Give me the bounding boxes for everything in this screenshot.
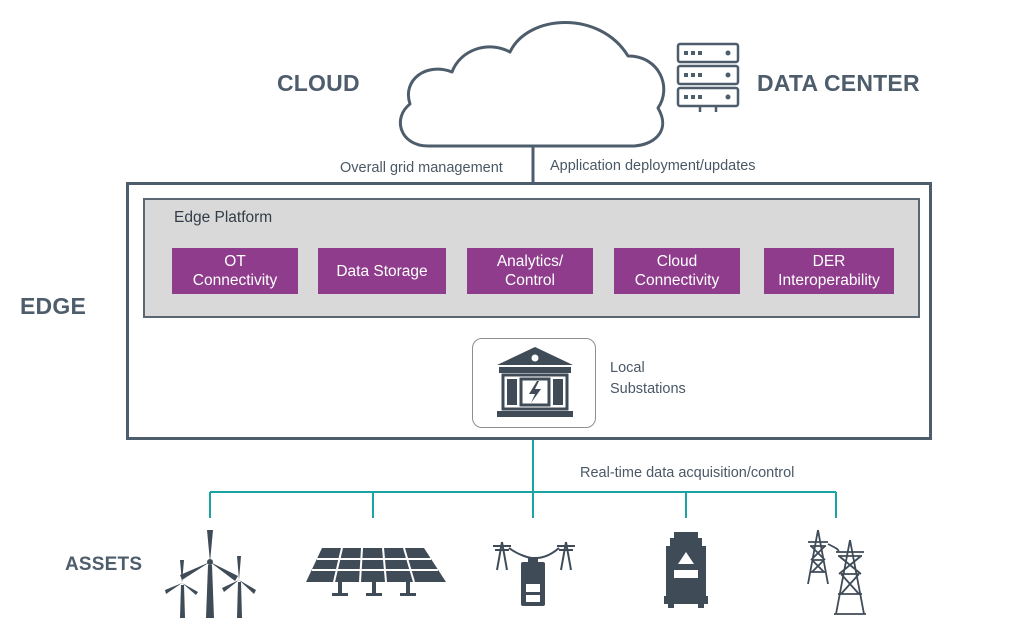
cloud-label: CLOUD: [277, 70, 360, 96]
assets-link-label: Real-time data acquisition/control: [580, 465, 795, 481]
edge-platform-title: Edge Platform: [174, 209, 273, 226]
module-der-interoperability: DER Interoperability: [764, 248, 894, 294]
substation-card: [472, 338, 596, 428]
wind-turbine-icon: [165, 530, 256, 618]
data-center-label: DATA CENTER: [757, 70, 920, 96]
cloud-icon: [398, 21, 666, 148]
solar-panel-icon: [306, 547, 446, 596]
battery-storage-icon: [493, 541, 575, 606]
substation-building-icon: [497, 347, 573, 417]
substation-label: Local Substations: [610, 360, 686, 397]
server-rack-icon: [676, 42, 740, 112]
datacenter-link-label: Application deployment/updates: [550, 158, 756, 174]
assets-label: ASSETS: [65, 554, 143, 575]
transmission-tower-icon: [807, 529, 866, 615]
edge-label: EDGE: [20, 293, 86, 319]
module-ot-connectivity: OT Connectivity: [172, 248, 298, 294]
cloud-link-label: Overall grid management: [340, 160, 503, 176]
asset-connector-tree: [209, 440, 837, 518]
module-analytics-control: Analytics/ Control: [467, 248, 593, 294]
module-cloud-connectivity: Cloud Connectivity: [614, 248, 740, 294]
module-data-storage: Data Storage: [318, 248, 446, 294]
transformer-icon: [664, 532, 708, 608]
